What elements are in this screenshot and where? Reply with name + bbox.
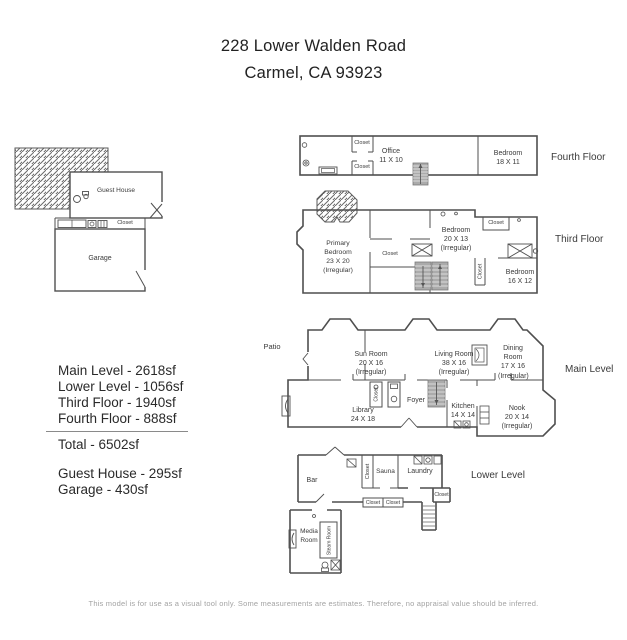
door-icon <box>315 493 325 503</box>
main-level-plan: Patio Sun Room 20 X 16 (Irregular) Livin… <box>255 316 627 448</box>
room-label-nook: Nook 20 X 14 (Irregular) <box>501 405 533 431</box>
level-label-fourth: Fourth Floor <box>551 152 606 163</box>
summary-fourth-floor: Fourth Floor - 888sf <box>58 411 177 426</box>
closet-strip <box>54 217 146 230</box>
bed-icon-b <box>507 243 539 259</box>
closet-label-hall-2: Closet <box>385 500 401 506</box>
lower-level-plan: Bar Closet Sauna Laundry Closet Closet C… <box>288 446 627 581</box>
closet-label-primary: Closet <box>382 251 398 257</box>
ceiling-fixtures <box>440 211 521 222</box>
area-summary: Main Level - 2618sf Lower Level - 1056sf… <box>46 363 228 498</box>
room-label-laundry: Laundry <box>407 468 433 475</box>
closet-label-top: Closet <box>354 140 370 146</box>
room-label-living-room: Living Room 38 X 16 (Irregular) <box>434 351 474 377</box>
closet-label-top-right: Closet <box>488 220 504 226</box>
summary-main-level: Main Level - 2618sf <box>58 363 176 378</box>
bed-icon-a <box>411 243 433 257</box>
guest-house-door-icon <box>149 202 163 219</box>
guest-house-fixtures <box>73 191 89 203</box>
media-fireplace-icon <box>288 529 297 549</box>
disclaimer-text: This model is for use as a visual tool o… <box>88 599 539 608</box>
room-label-sun-room: Sun Room 20 X 16 (Irregular) <box>354 351 388 377</box>
summary-guest-house: Guest House - 295sf <box>58 466 182 481</box>
guest-house-plan-drawing <box>14 147 164 292</box>
stairs-icon <box>414 261 449 291</box>
stairs-icon <box>412 162 429 186</box>
room-label-dining-room: Dining Room 17 X 16 (Irregular) <box>498 345 529 380</box>
lower-level-drawing <box>288 446 451 574</box>
lower-level-interior-walls <box>319 455 404 559</box>
room-label-bedroom-2013: Bedroom 20 X 13 (Irregular) <box>440 227 472 253</box>
closet-label-hall-1: Closet <box>365 500 381 506</box>
stairs-icon <box>427 379 446 408</box>
summary-third-floor: Third Floor - 1940sf <box>58 395 176 410</box>
summary-garage: Garage - 430sf <box>58 482 149 497</box>
page-title-city: Carmel, CA 93923 <box>244 64 383 82</box>
garage-outline <box>54 228 146 292</box>
bar-fixtures <box>346 458 357 468</box>
summary-total: Total - 6502sf <box>58 437 140 452</box>
closet-label-vertical: Closet <box>477 263 483 280</box>
fourth-floor-drawing <box>299 135 538 186</box>
double-door-icon <box>325 446 345 456</box>
third-floor-plan: Primary Bedroom 23 X 20 (Irregular) Clos… <box>293 188 627 313</box>
closet-label-vertical: Closet <box>373 387 379 402</box>
level-label-third: Third Floor <box>555 234 604 245</box>
closet-label-right: Closet <box>434 492 449 498</box>
level-label-lower: Lower Level <box>471 470 525 481</box>
powder-room-fixtures <box>373 383 398 403</box>
page-title-address: 228 Lower Walden Road <box>220 37 407 55</box>
double-door-icon <box>400 417 418 428</box>
closet-label-vertical: Closet <box>364 463 371 480</box>
closet-label-guest: Closet <box>117 220 133 226</box>
room-label-bar: Bar <box>306 477 318 484</box>
library-fireplace-icon <box>281 395 291 417</box>
summary-lower-level: Lower Level - 1056sf <box>58 379 184 394</box>
stairs-treads <box>422 505 436 527</box>
fourth-floor-interior-walls <box>318 136 479 175</box>
room-label-guest-house: Guest House <box>97 187 135 194</box>
bathroom-fixtures <box>301 142 310 167</box>
third-floor-drawing <box>296 190 539 294</box>
closet-label-bottom: Closet <box>354 164 370 170</box>
patio-label: Patio <box>263 342 281 351</box>
room-label-sauna: Sauna <box>376 468 395 475</box>
dining-fireplace-icon <box>471 344 488 366</box>
garage-door-icon <box>135 270 146 288</box>
lower-level-outline <box>289 454 451 574</box>
room-label-primary-bedroom: Primary Bedroom 23 X 20 (Irregular) <box>323 240 353 274</box>
laundry-appliances <box>413 455 442 465</box>
guest-house-plan: Guest House Closet Garage <box>10 140 180 300</box>
chimney-hatch <box>316 190 358 223</box>
window-icon <box>302 352 309 366</box>
kitchen-fixtures <box>453 405 490 429</box>
main-level-drawing <box>281 318 556 437</box>
level-label-main: Main Level <box>565 364 614 375</box>
room-label-garage: Garage <box>88 255 112 262</box>
room-label-foyer: Foyer <box>407 397 425 404</box>
steam-room-label: Steam Room <box>325 525 332 555</box>
bath-fixtures <box>312 514 341 572</box>
third-floor-outline <box>296 209 538 294</box>
room-label-media-room: Media Room <box>300 528 318 544</box>
summary-divider <box>46 431 188 432</box>
